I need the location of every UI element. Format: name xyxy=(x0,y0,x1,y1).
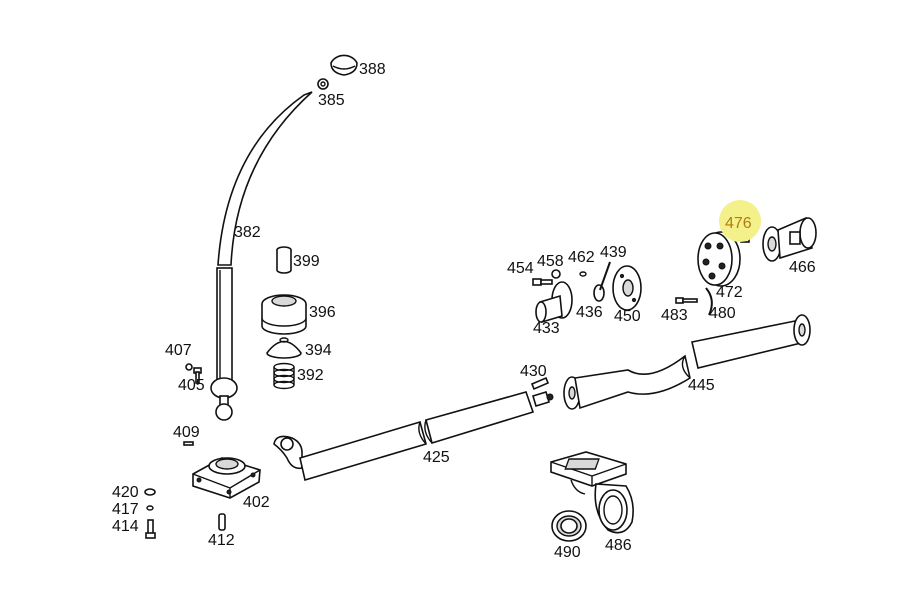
shift-tube-425 xyxy=(273,390,554,482)
bolt-405 xyxy=(193,367,202,384)
label-436: 436 xyxy=(576,304,603,321)
label-466: 466 xyxy=(789,259,816,276)
label-433: 433 xyxy=(533,320,560,337)
label-407: 407 xyxy=(165,342,192,359)
label-472: 472 xyxy=(716,284,743,301)
bolt-454 xyxy=(532,278,553,286)
label-430: 430 xyxy=(520,363,547,380)
label-396: 396 xyxy=(309,304,336,321)
pin-430 xyxy=(530,376,550,391)
highlight-marker xyxy=(719,200,761,242)
bushing-399 xyxy=(276,246,292,274)
label-425: 425 xyxy=(423,449,450,466)
label-394: 394 xyxy=(305,342,332,359)
flange-433 xyxy=(535,281,573,324)
label-454: 454 xyxy=(507,260,534,277)
washer-436 xyxy=(593,284,605,302)
washer-462 xyxy=(579,271,587,277)
label-392: 392 xyxy=(297,367,324,384)
seal-490 xyxy=(551,510,587,542)
label-409: 409 xyxy=(173,424,200,441)
label-450: 450 xyxy=(614,308,641,325)
label-458: 458 xyxy=(537,253,564,270)
label-402: 402 xyxy=(243,494,270,511)
washer-417 xyxy=(146,505,154,511)
label-412: 412 xyxy=(208,532,235,549)
label-420: 420 xyxy=(112,484,139,501)
label-399: 399 xyxy=(293,253,320,270)
label-483: 483 xyxy=(661,307,688,324)
label-382: 382 xyxy=(234,224,261,241)
coupling-disc-472 xyxy=(697,231,741,287)
flange-450 xyxy=(612,265,642,311)
label-405: 405 xyxy=(178,377,205,394)
label-486: 486 xyxy=(605,537,632,554)
label-462: 462 xyxy=(568,249,595,266)
shift-knob-388 xyxy=(330,54,358,76)
label-385: 385 xyxy=(318,92,345,109)
spring-392 xyxy=(273,362,295,390)
label-388: 388 xyxy=(359,61,386,78)
ring-480 xyxy=(705,287,713,316)
clip-439 xyxy=(599,261,611,291)
label-490: 490 xyxy=(554,544,581,561)
yoke-466 xyxy=(762,216,817,262)
nut-458 xyxy=(551,269,561,279)
shift-lever-382 xyxy=(210,91,313,421)
bracket-486 xyxy=(550,451,634,534)
label-476: 476 xyxy=(725,215,752,232)
pin-412 xyxy=(218,513,226,531)
label-417: 417 xyxy=(112,501,139,518)
bolt-414 xyxy=(145,519,156,539)
nut-420 xyxy=(144,488,156,496)
bolt-483 xyxy=(675,297,698,304)
cup-396 xyxy=(261,294,307,335)
pin-409 xyxy=(183,441,194,446)
label-414: 414 xyxy=(112,518,139,535)
nut-385 xyxy=(317,78,329,90)
shaft-445 xyxy=(563,314,811,410)
label-439: 439 xyxy=(600,244,627,261)
pin-407 xyxy=(185,363,193,371)
housing-402 xyxy=(192,457,261,499)
dome-394 xyxy=(266,337,302,359)
label-445: 445 xyxy=(688,377,715,394)
label-480: 480 xyxy=(709,305,736,322)
